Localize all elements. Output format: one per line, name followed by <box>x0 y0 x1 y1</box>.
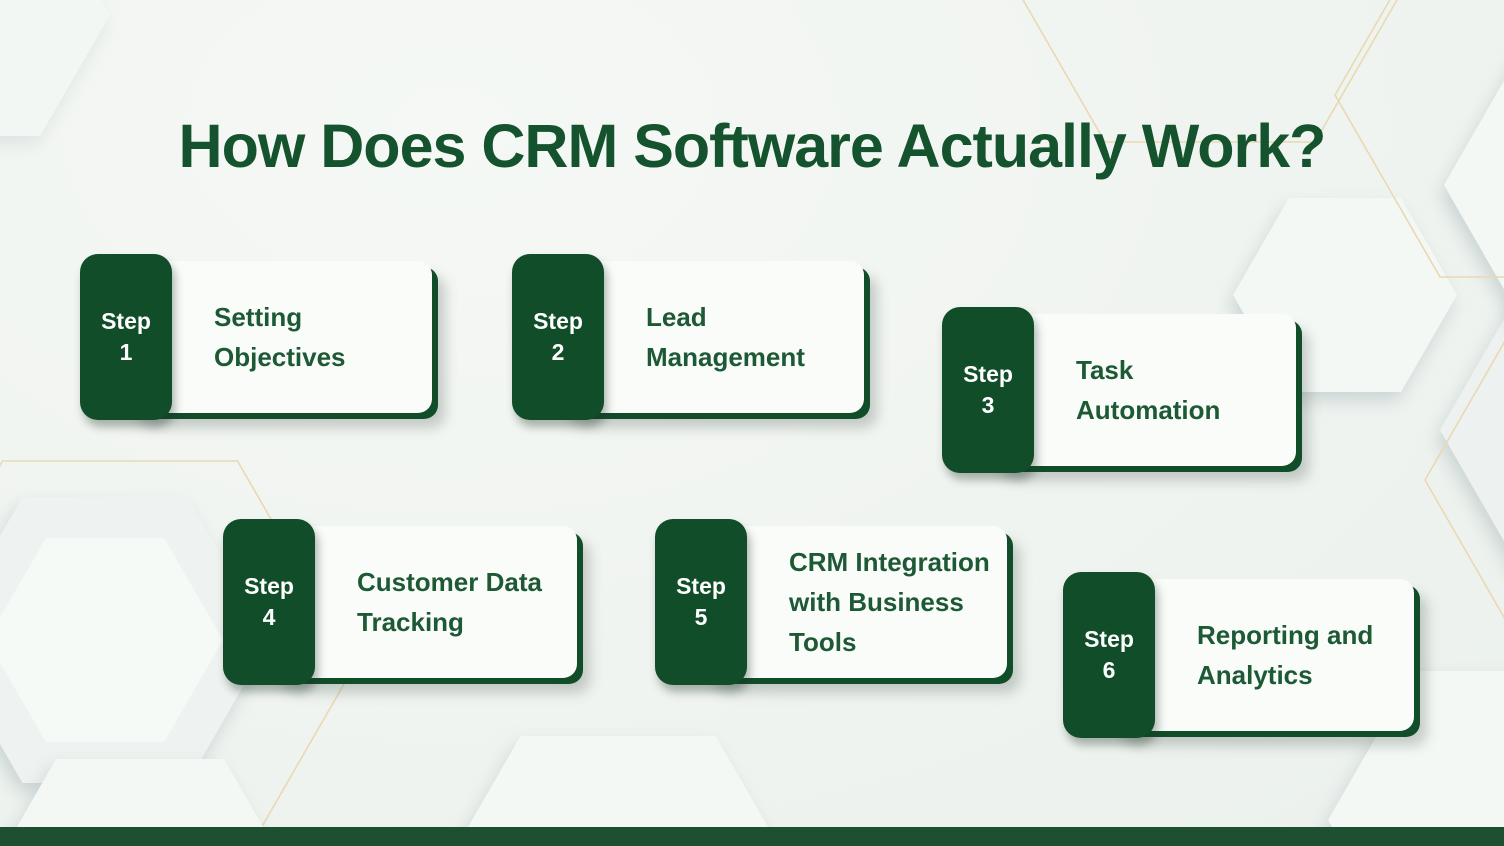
step-card-4: Customer Data Tracking Step 4 <box>223 519 583 685</box>
hexagon-tile <box>1328 671 1504 846</box>
step-title: Lead Management <box>646 302 805 372</box>
step-badge-label: Step <box>963 361 1013 387</box>
hexagon-tile <box>1440 318 1504 542</box>
step-badge-label: Step <box>533 308 583 334</box>
step-title: CRM Integration with Business Tools <box>789 547 990 657</box>
step-badge: Step 5 <box>655 519 747 685</box>
step-badge-number: 3 <box>981 392 995 418</box>
step-card-body: Lead Management <box>558 261 864 413</box>
step-badge: Step 3 <box>942 307 1034 473</box>
step-badge-label: Step <box>1084 626 1134 652</box>
step-card-body: Customer Data Tracking <box>269 526 577 678</box>
step-badge: Step 2 <box>512 254 604 420</box>
step-badge-number: 5 <box>694 604 708 630</box>
step-badge-label: Step <box>101 308 151 334</box>
step-card-body: CRM Integration with Business Tools <box>701 526 1007 678</box>
hexagon-outline <box>1022 0 1398 143</box>
step-badge-label: Step <box>676 573 726 599</box>
step-title: Customer Data Tracking <box>357 567 542 637</box>
step-title: Task Automation <box>1076 355 1221 425</box>
step-card-body: Task Automation <box>988 314 1296 466</box>
step-card-1: Setting Objectives Step 1 <box>80 254 438 420</box>
hexagon-tile <box>0 0 110 136</box>
step-badge-number: 6 <box>1102 657 1116 683</box>
step-title: Reporting and Analytics <box>1197 620 1374 690</box>
step-badge-number: 2 <box>551 339 565 365</box>
step-card-3: Task Automation Step 3 <box>942 307 1302 473</box>
step-badge-number: 1 <box>119 339 133 365</box>
hexagon-tile <box>1444 80 1504 290</box>
step-badge-number: 4 <box>262 604 276 630</box>
step-title: Setting Objectives <box>214 302 346 372</box>
hexagon-tile <box>0 538 223 742</box>
step-card-2: Lead Management Step 2 <box>512 254 870 420</box>
step-badge: Step 1 <box>80 254 172 420</box>
footer-bar <box>0 827 1504 846</box>
step-card-body: Setting Objectives <box>126 261 432 413</box>
page-title: How Does CRM Software Actually Work? <box>178 111 1327 180</box>
step-badge-label: Step <box>244 573 294 599</box>
step-card-5: CRM Integration with Business Tools Step… <box>655 519 1013 685</box>
step-badge: Step 4 <box>223 519 315 685</box>
hexagon-tile <box>5 759 275 846</box>
step-card-6: Reporting and Analytics Step 6 <box>1063 572 1420 738</box>
step-card-body: Reporting and Analytics <box>1109 579 1414 731</box>
hexagon-tile <box>457 736 779 846</box>
hexagon-outline <box>1334 0 1504 278</box>
step-badge: Step 6 <box>1063 572 1155 738</box>
